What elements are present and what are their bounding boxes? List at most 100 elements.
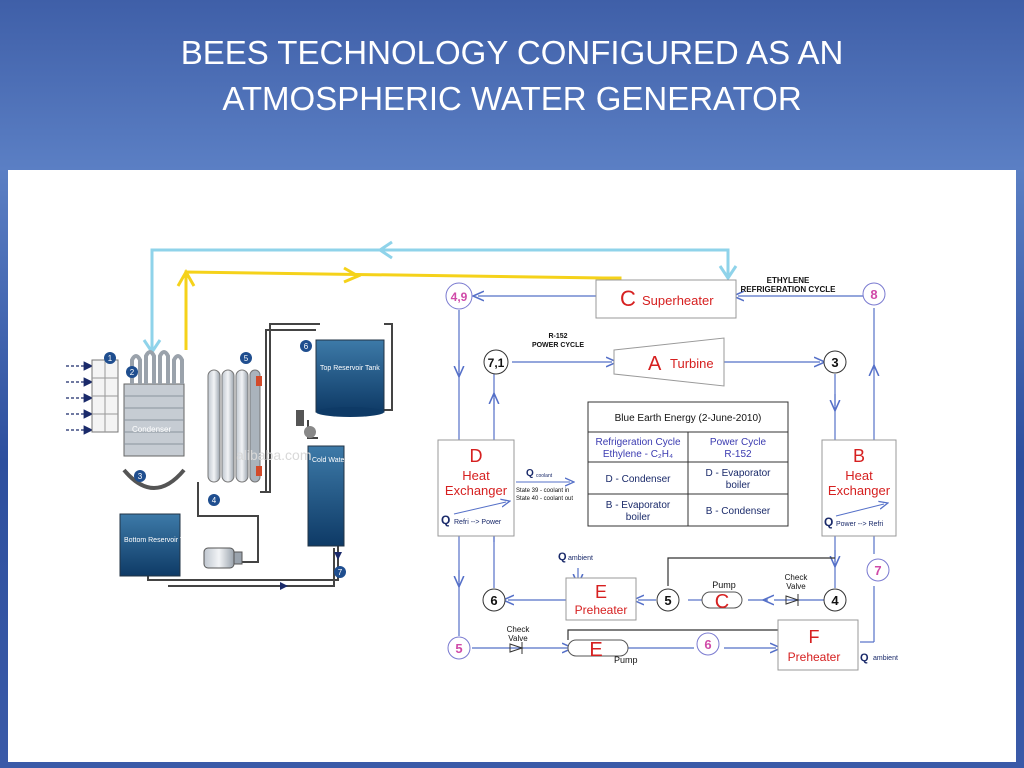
check-valve-left: Check Valve	[507, 625, 531, 654]
yellow-line	[184, 270, 654, 350]
hx-b-label-1: Heat	[845, 468, 873, 483]
coolant-annotation: Q coolant State 39 - coolant in State 40…	[516, 468, 573, 502]
pump-c: C Pump	[701, 580, 743, 613]
table-r1c2-l1: D - Evaporator	[705, 468, 771, 479]
turbine-label: Turbine	[670, 356, 714, 371]
table-col1-l1: Refrigeration Cycle	[595, 437, 680, 448]
preheater-f: F Preheater Q ambient	[777, 619, 898, 671]
state-40: State 40 - coolant out	[516, 496, 573, 502]
preheater-e: Q ambient E Preheater	[558, 551, 637, 621]
q-ambient-top: Q	[558, 551, 567, 563]
cold-water-tank: Cold Water Tank	[307, 445, 364, 547]
state-nodes: 4,9 8 7,1 3 6 5 4 7 5 6	[445, 282, 890, 660]
check-valve-l-2: Valve	[508, 634, 528, 643]
node-7: 7	[874, 563, 881, 578]
pump-e-letter: E	[589, 639, 602, 661]
preheater-e-letter: E	[595, 582, 607, 602]
condenser-label: Condenser	[132, 425, 171, 434]
turbine-letter: A	[648, 353, 662, 375]
pump-e: E Pump	[567, 639, 638, 665]
table-r2c1-l2: boiler	[626, 512, 651, 523]
marker-1: 1	[108, 354, 113, 363]
node-4-9: 4,9	[451, 290, 468, 304]
heat-exchanger-b: B Heat Exchanger Q Power --> Refri	[821, 439, 897, 537]
marker-5: 5	[244, 354, 249, 363]
pump-c-letter: C	[715, 591, 729, 613]
marker-7: 7	[338, 568, 343, 577]
diagram-svg: Condenser Top Reservo	[66, 240, 898, 671]
hx-d-q-sub: Refri --> Power	[454, 519, 502, 526]
coolant-loop	[667, 557, 835, 586]
table-r2c1-l1: B - Evaporator	[606, 500, 671, 511]
check-valve-right: Check Valve	[785, 573, 809, 606]
node-5-b: 5	[455, 641, 462, 656]
q-ambient-bottom-sub: ambient	[873, 655, 898, 662]
marker-6: 6	[304, 342, 309, 351]
preheater-f-letter: F	[809, 627, 820, 647]
hx-b-q-sub: Power --> Refri	[836, 521, 884, 528]
bottom-tank-label: Bottom Reservoir Tank	[124, 537, 195, 544]
table-col2-l2: R-152	[724, 449, 752, 460]
diagram-canvas: Condenser Top Reservo	[8, 170, 1016, 762]
hx-d-letter: D	[470, 446, 483, 466]
check-valve-l-1: Check	[507, 625, 531, 634]
q-coolant: Q	[526, 468, 534, 479]
water-piping	[147, 323, 393, 587]
check-valve-r-1: Check	[785, 573, 809, 582]
pump-e-label: Pump	[614, 655, 638, 665]
node-4: 4	[831, 593, 839, 608]
node-8: 8	[870, 287, 877, 302]
slide-title: BEES TECHNOLOGY CONFIGURED AS AN ATMOSPH…	[0, 30, 1024, 122]
superheater-box: C Superheater	[595, 279, 737, 319]
awg-schematic: Condenser Top Reservo	[66, 240, 738, 590]
table-r1c2-l2: boiler	[726, 480, 751, 491]
table-col1-l2: Ethylene - C₂H₄	[603, 449, 673, 460]
state-39: State 39 - coolant in	[516, 488, 569, 494]
superheater-label: Superheater	[642, 293, 714, 308]
q-ambient-top-sub: ambient	[568, 555, 593, 562]
q-ambient-bottom: Q	[860, 652, 869, 664]
superheater-letter: C	[620, 286, 636, 311]
step-markers: 1 2 3 4 5 6 7	[104, 340, 346, 578]
hx-b-letter: B	[853, 446, 865, 466]
marker-3: 3	[138, 472, 143, 481]
cold-tank-label: Cold Water Tank	[312, 457, 364, 464]
table-header: Blue Earth Energy (2-June-2010)	[615, 413, 762, 424]
top-tank-label: Top Reservoir Tank	[320, 365, 380, 372]
turbine: A Turbine	[613, 337, 725, 387]
preheater-e-label: Preheater	[575, 603, 628, 617]
hx-b-q: Q	[824, 515, 833, 529]
filter-cartridges	[207, 369, 262, 483]
hx-b-label-2: Exchanger	[828, 483, 891, 498]
tap-icon	[296, 410, 316, 438]
pump-c-label: Pump	[712, 580, 736, 590]
check-valve-r-2: Valve	[786, 582, 806, 591]
pump-e-loop	[567, 622, 789, 640]
node-5-a: 5	[664, 593, 671, 608]
condenser: Condenser	[123, 350, 185, 457]
q-coolant-sub: coolant	[536, 473, 553, 479]
hx-d-label-1: Heat	[462, 468, 490, 483]
node-3: 3	[831, 355, 838, 370]
cycle-table: Blue Earth Energy (2-June-2010) Refriger…	[587, 401, 789, 527]
node-6-a: 6	[490, 593, 497, 608]
node-6-b: 6	[704, 637, 711, 652]
title-line-2: ATMOSPHERIC WATER GENERATOR	[222, 80, 802, 117]
airflow-arrows	[66, 361, 94, 435]
ethylene-label-1: ETHYLENE	[767, 276, 810, 285]
marker-4: 4	[212, 496, 217, 505]
hx-d-label-2: Exchanger	[445, 483, 508, 498]
watermark: alibaba.com	[236, 447, 312, 463]
bottom-reservoir-tank: Bottom Reservoir Tank	[119, 513, 195, 577]
r152-label-1: R-152	[548, 333, 567, 340]
table-col2-l1: Power Cycle	[710, 437, 767, 448]
top-reservoir-tank: Top Reservoir Tank	[315, 339, 385, 417]
r152-label-2: POWER CYCLE	[532, 342, 584, 349]
drip-tray	[122, 468, 186, 490]
node-7-1: 7,1	[488, 356, 505, 370]
cycle-diagram: ETHYLENE REFRIGERATION CYCLE R-152 POWER…	[437, 276, 898, 671]
heat-exchanger-d: D Heat Exchanger Q Refri --> Power	[437, 439, 515, 537]
light-blue-line	[150, 248, 730, 352]
hx-d-q: Q	[441, 513, 450, 527]
table-r2c2: B - Condenser	[706, 506, 771, 517]
